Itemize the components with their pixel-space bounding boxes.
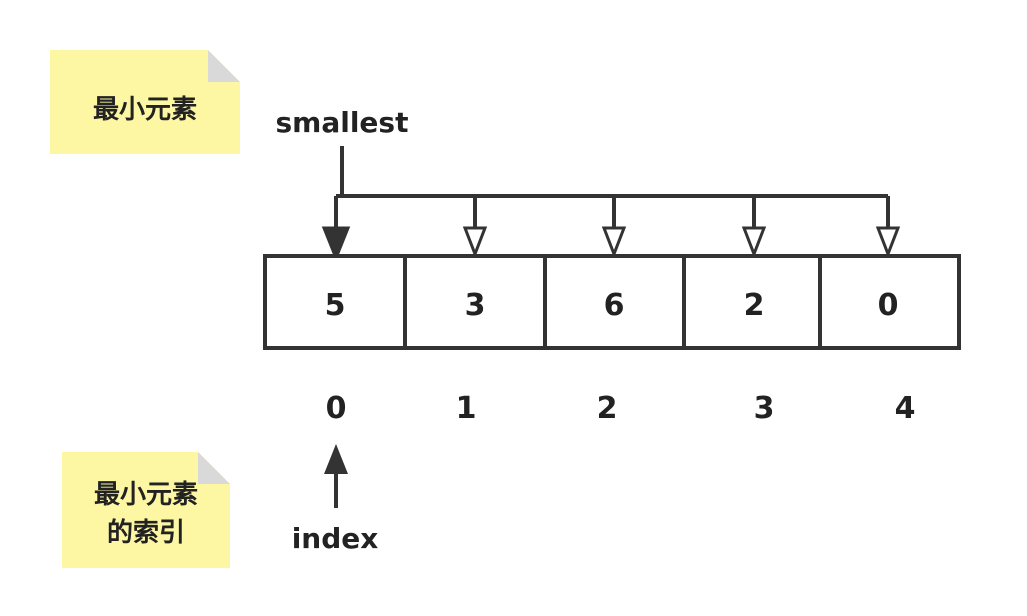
sticky-note-fold — [198, 452, 230, 484]
arrow-heads — [321, 226, 901, 263]
note-min-element-text: 最小元素 — [93, 95, 197, 125]
filled-arrow-head-0 — [321, 226, 351, 263]
hollow-arrow-head-3 — [741, 226, 767, 259]
index-label-0: 0 — [326, 391, 347, 426]
hollow-arrow-head-4 — [875, 226, 901, 259]
sticky-note-min-element: 最小元素 — [50, 50, 240, 154]
index-label-2: 2 — [597, 391, 618, 426]
comparison-connectors — [334, 146, 890, 230]
index-label-1: 1 — [456, 391, 477, 426]
sticky-note-body — [62, 452, 230, 568]
index-labels: 0 1 2 3 4 — [326, 391, 916, 426]
index-arrow-head — [324, 444, 348, 474]
array: 5 3 6 2 0 — [263, 254, 961, 350]
array-value-1: 3 — [465, 288, 486, 323]
sticky-note-body — [50, 50, 240, 154]
sticky-note-min-index: 最小元素 的索引 — [62, 452, 230, 568]
index-label-4: 4 — [895, 391, 916, 426]
index-pointer: index — [292, 444, 379, 555]
note-min-index-line1: 最小元素 — [94, 480, 198, 510]
index-label-3: 3 — [754, 391, 775, 426]
hollow-arrow-head-2 — [601, 226, 627, 259]
index-label: index — [292, 522, 379, 555]
smallest-label: smallest — [276, 106, 409, 139]
sticky-note-fold — [208, 50, 240, 82]
hollow-arrow-head-1 — [462, 226, 488, 259]
array-value-4: 0 — [878, 288, 899, 323]
array-value-3: 2 — [744, 288, 765, 323]
array-value-2: 6 — [604, 288, 625, 323]
note-min-index-line2: 的索引 — [107, 517, 185, 548]
array-value-0: 5 — [325, 288, 346, 323]
array-outline — [263, 254, 961, 350]
